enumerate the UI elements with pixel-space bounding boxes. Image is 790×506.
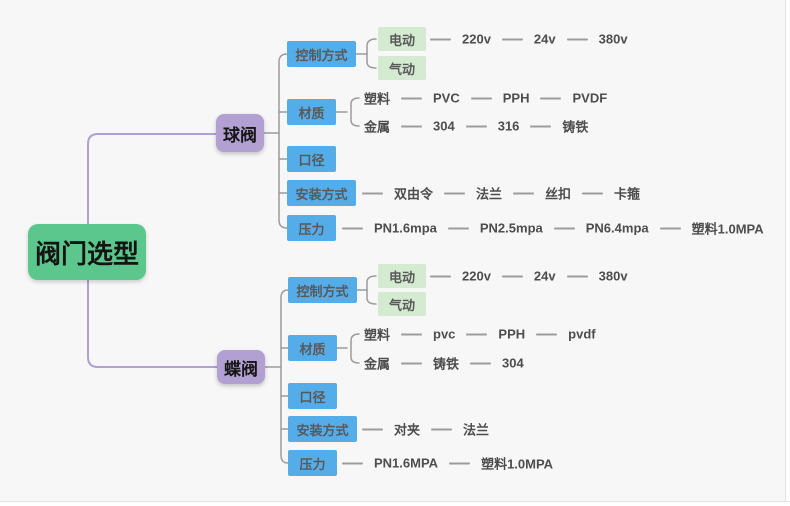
leaf-node-material[interactable]: pvc: [433, 326, 456, 342]
leaf-node-install[interactable]: 对夹: [394, 422, 421, 438]
dash-line: [553, 227, 575, 229]
dash-line: [401, 333, 423, 335]
dash-line: [470, 362, 492, 364]
leaf-node-material[interactable]: 304: [502, 355, 524, 371]
dash-line: [530, 125, 552, 127]
branch-node-butterfly-valve[interactable]: 蝶阀: [217, 350, 265, 384]
leaf-node-voltage[interactable]: 380v: [598, 31, 628, 47]
chain-ball-install: 双由令 法兰 丝扣 卡箍: [362, 184, 640, 203]
dash-line: [501, 275, 523, 277]
dash-line: [401, 362, 423, 364]
leaf-node-voltage[interactable]: 380v: [598, 268, 628, 284]
topic-ball-pressure[interactable]: 压力: [287, 215, 336, 241]
leaf-node-pressure[interactable]: PN1.6mpa: [374, 220, 437, 236]
topic-ball-material[interactable]: 材质: [287, 99, 336, 125]
chain-ball-metal: 金属 304 316 铸铁: [364, 117, 588, 136]
leaf-node-voltage[interactable]: 24v: [533, 268, 556, 284]
chain-ball-pressure: PN1.6mpa PN2.5mpa PN6.4mpa 塑料1.0MPA: [342, 219, 764, 238]
topic-butterfly-material[interactable]: 材质: [288, 335, 337, 361]
page-edge-right: [785, 0, 790, 506]
leaf-node-voltage[interactable]: 220v: [462, 268, 491, 284]
option-butterfly-electric[interactable]: 电动: [378, 264, 426, 288]
leaf-node-voltage[interactable]: 220v: [462, 31, 491, 47]
topic-ball-install-method[interactable]: 安装方式: [287, 180, 356, 206]
dash-line: [513, 192, 535, 194]
chain-butterfly-pressure: PN1.6MPA 塑料1.0MPA: [342, 454, 553, 473]
dash-line: [566, 275, 588, 277]
dash-line: [659, 227, 681, 229]
leaf-node-material[interactable]: 316: [497, 118, 520, 134]
leaf-node-plastic[interactable]: 塑料: [364, 327, 391, 343]
ball-valve-connectors: [262, 38, 377, 229]
branch-node-ball-valve[interactable]: 球阀: [216, 114, 264, 152]
leaf-node-install[interactable]: 双由令: [394, 186, 434, 202]
chain-ball-plastic: 塑料 PVC PPH PVDF: [364, 89, 607, 108]
dash-line: [501, 38, 523, 40]
dash-line: [362, 192, 383, 194]
dash-line: [540, 97, 562, 99]
dash-line: [431, 428, 453, 430]
leaf-node-material[interactable]: PPH: [498, 326, 526, 342]
option-ball-electric[interactable]: 电动: [378, 27, 426, 51]
topic-ball-diameter[interactable]: 口径: [287, 146, 336, 172]
leaf-node-metal[interactable]: 金属: [364, 119, 391, 135]
dash-line: [444, 192, 466, 194]
leaf-node-install[interactable]: 法兰: [476, 186, 503, 202]
leaf-node-material[interactable]: pvdf: [568, 326, 596, 342]
leaf-node-install[interactable]: 卡箍: [614, 186, 641, 202]
topic-butterfly-control-method[interactable]: 控制方式: [288, 277, 357, 303]
topic-butterfly-install-method[interactable]: 安装方式: [288, 416, 357, 442]
dash-line: [470, 97, 492, 99]
page-edge-bottom: [0, 501, 790, 506]
dash-line: [401, 97, 423, 99]
leaf-node-material[interactable]: 铸铁: [433, 356, 460, 372]
topic-butterfly-diameter[interactable]: 口径: [288, 383, 337, 409]
dash-line: [465, 125, 487, 127]
dash-line: [566, 38, 588, 40]
leaf-node-pressure[interactable]: 塑料1.0MPA: [691, 221, 764, 237]
dash-line: [582, 192, 604, 194]
dash-line: [430, 275, 451, 277]
option-ball-pneumatic[interactable]: 气动: [378, 56, 426, 80]
leaf-node-pressure[interactable]: 塑料1.0MPA: [481, 456, 554, 472]
dash-line: [449, 462, 471, 464]
leaf-node-material[interactable]: 铸铁: [562, 119, 589, 135]
topic-butterfly-pressure[interactable]: 压力: [288, 450, 337, 476]
leaf-node-pressure[interactable]: PN1.6MPA: [374, 455, 439, 471]
leaf-node-material[interactable]: PPH: [502, 90, 530, 106]
chain-butterfly-install: 对夹 法兰: [362, 420, 489, 439]
leaf-node-material[interactable]: PVDF: [572, 90, 608, 106]
leaf-node-install[interactable]: 丝扣: [545, 186, 572, 202]
dash-line: [342, 462, 363, 464]
leaf-node-pressure[interactable]: PN2.5mpa: [479, 220, 543, 236]
leaf-node-install[interactable]: 法兰: [463, 422, 490, 438]
chain-butterfly-plastic: 塑料 pvc PPH pvdf: [364, 325, 596, 344]
dash-line: [362, 428, 383, 430]
leaf-node-voltage[interactable]: 24v: [533, 31, 556, 47]
chain-ball-voltages: 220v 24v 380v: [430, 32, 628, 47]
leaf-node-material[interactable]: PVC: [433, 90, 460, 106]
dash-line: [536, 333, 558, 335]
leaf-node-metal[interactable]: 金属: [364, 356, 391, 372]
leaf-node-material[interactable]: 304: [433, 118, 455, 134]
dash-line: [447, 227, 469, 229]
butterfly-valve-connectors: [262, 275, 377, 464]
dash-line: [466, 333, 488, 335]
leaf-node-pressure[interactable]: PN6.4mpa: [585, 220, 649, 236]
leaf-node-plastic[interactable]: 塑料: [364, 91, 391, 107]
option-butterfly-pneumatic[interactable]: 气动: [378, 292, 426, 316]
dash-line: [401, 125, 423, 127]
dash-line: [430, 38, 451, 40]
root-node-valve-selection[interactable]: 阀门选型: [28, 224, 146, 280]
topic-ball-control-method[interactable]: 控制方式: [287, 41, 356, 67]
dash-line: [342, 227, 363, 229]
chain-butterfly-voltages: 220v 24v 380v: [430, 269, 628, 284]
chain-butterfly-metal: 金属 铸铁 304: [364, 354, 524, 373]
